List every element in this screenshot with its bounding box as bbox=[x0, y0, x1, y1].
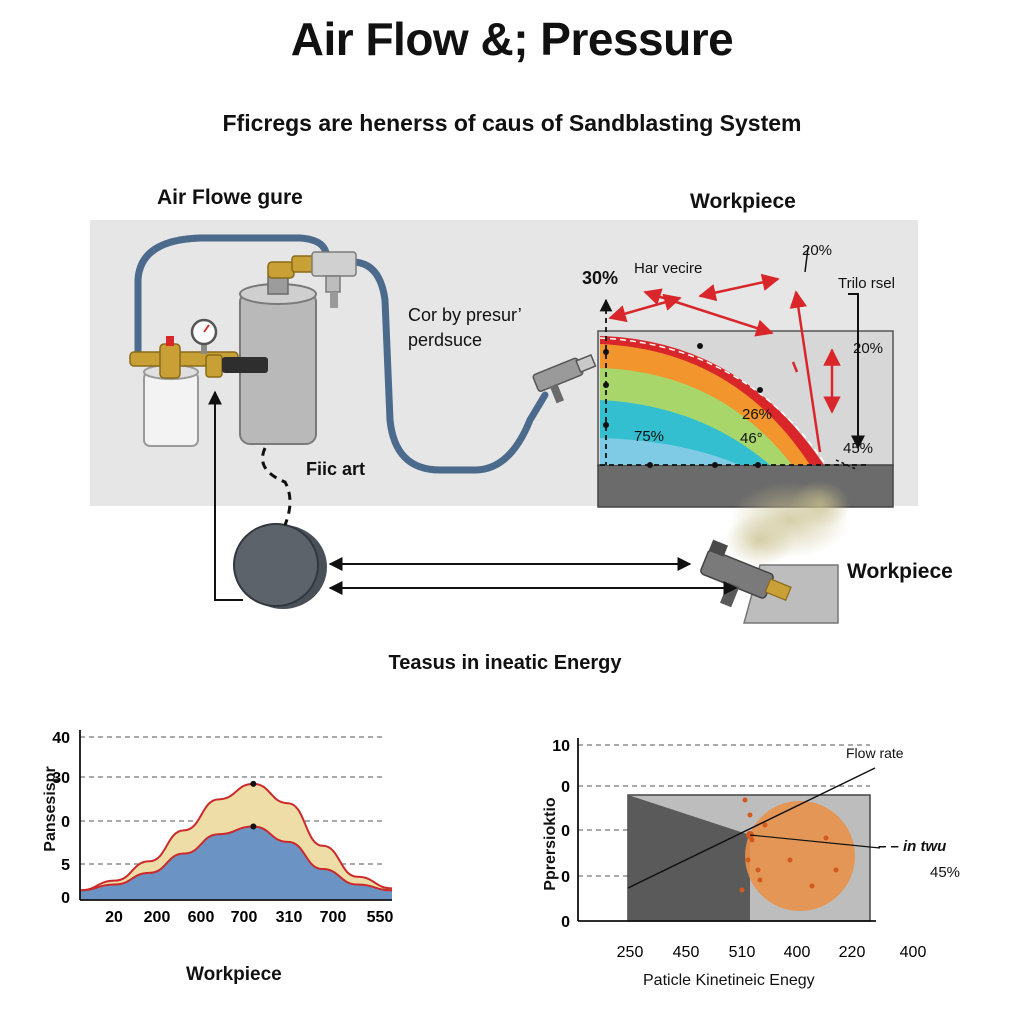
right-chart-y-tick: 0 bbox=[561, 914, 570, 931]
flow-rate-annotation: Flow rate bbox=[846, 745, 904, 761]
left-chart-x-tick: 550 bbox=[367, 909, 394, 926]
left-chart-x-tick: 310 bbox=[276, 909, 303, 926]
tank-fitting-icon bbox=[267, 251, 357, 308]
left-chart-line-1 bbox=[79, 825, 393, 892]
right-chart-speck bbox=[747, 812, 753, 818]
left-chart-x-tick: 600 bbox=[188, 909, 215, 926]
right-chart-speck bbox=[762, 822, 768, 828]
star-velocity-label: Har vecire bbox=[634, 260, 703, 277]
right-chart-speck bbox=[823, 835, 829, 841]
right-chart-speck bbox=[742, 797, 748, 803]
right-chart-y-tick: 0 bbox=[561, 869, 570, 886]
left-chart-y-tick: 30 bbox=[52, 770, 70, 787]
page-subtitle: Fficregs are henerss of caus of Sandblas… bbox=[222, 110, 802, 136]
right-chart-x-tick: 400 bbox=[784, 944, 811, 961]
dust-cloud bbox=[725, 481, 850, 566]
right-chart-ylabel: Pprersioktio bbox=[542, 797, 559, 891]
air-flow-figure-label: Air Flowe gure bbox=[157, 186, 303, 209]
left-chart-line-0 bbox=[79, 782, 393, 892]
compressor-disc-icon bbox=[233, 523, 327, 609]
right-chart-bubble bbox=[745, 801, 855, 911]
pct-20-top-label: 20% bbox=[802, 242, 833, 259]
trilo-rel-label: Trilo rsel bbox=[838, 275, 895, 292]
right-chart-x-tick: 250 bbox=[617, 944, 644, 961]
left-chart-x-tick: 20 bbox=[105, 909, 123, 926]
right-chart-x-tick: 510 bbox=[729, 944, 756, 961]
right-chart-x-tick: 220 bbox=[839, 944, 866, 961]
left-chart-y-tick: 0 bbox=[61, 890, 70, 907]
right-chart-y-tick: 0 bbox=[561, 779, 570, 796]
left-chart-y-tick: 40 bbox=[52, 730, 70, 747]
right-chart-speck bbox=[745, 857, 751, 863]
pct-45-label: 45% bbox=[843, 440, 874, 457]
right-chart-y-tick: 10 bbox=[552, 738, 570, 755]
air-hose bbox=[134, 234, 330, 356]
workpiece-top-label: Workpiece bbox=[690, 190, 796, 213]
pct-30-label: 30% bbox=[582, 268, 619, 288]
right-chart-speck bbox=[757, 877, 763, 883]
pct-46-label: 46° bbox=[740, 430, 763, 447]
pressure-note-line1: Cor by presur’ bbox=[408, 305, 522, 325]
blast-nozzle-icon bbox=[532, 353, 597, 404]
right-chart-speck bbox=[833, 867, 839, 873]
left-chart-xlabel: Workpiece bbox=[186, 964, 282, 985]
right-chart-x-tick: 400 bbox=[900, 944, 927, 961]
filter-part-label: Fiic art bbox=[306, 459, 366, 479]
pct-75-label: 75% bbox=[634, 428, 665, 445]
pressure-note-line2: perdsuce bbox=[408, 330, 483, 350]
page-title: Air Flow &; Pressure bbox=[290, 13, 734, 65]
in-two-annotation: – – in twu bbox=[878, 838, 947, 855]
right-pct-45-annotation: 45% bbox=[930, 864, 961, 881]
right-chart-y-tick: 0 bbox=[561, 823, 570, 840]
right-chart-speck bbox=[739, 887, 745, 893]
left-chart-peak-point bbox=[250, 823, 257, 830]
right-chart-xlabel: Paticle Kinetineic Enegy bbox=[643, 972, 815, 989]
right-chart-speck bbox=[809, 883, 815, 889]
right-chart-x-tick: 450 bbox=[673, 944, 700, 961]
left-chart-y-tick: 0 bbox=[61, 814, 70, 831]
left-chart-area-1 bbox=[80, 826, 392, 900]
left-chart-x-tick: 200 bbox=[144, 909, 171, 926]
kinetic-energy-heading: Teasus in ineatic Energy bbox=[388, 652, 622, 674]
air-tank-icon bbox=[222, 275, 317, 445]
pressure-gauge-icon bbox=[190, 318, 218, 354]
left-chart-peak-point bbox=[250, 780, 257, 787]
blast-hose bbox=[348, 258, 549, 474]
workpiece-right-label: Workpiece bbox=[847, 560, 953, 583]
right-chart-speck bbox=[755, 867, 761, 873]
left-chart-x-tick: 700 bbox=[320, 909, 347, 926]
pressure-bands bbox=[599, 336, 827, 466]
pct-20-right-label: 20% bbox=[853, 340, 884, 357]
left-chart-x-tick: 700 bbox=[231, 909, 258, 926]
left-chart-y-tick: 5 bbox=[61, 857, 70, 874]
right-chart-speck bbox=[787, 857, 793, 863]
pct-26-label: 26% bbox=[742, 406, 773, 423]
